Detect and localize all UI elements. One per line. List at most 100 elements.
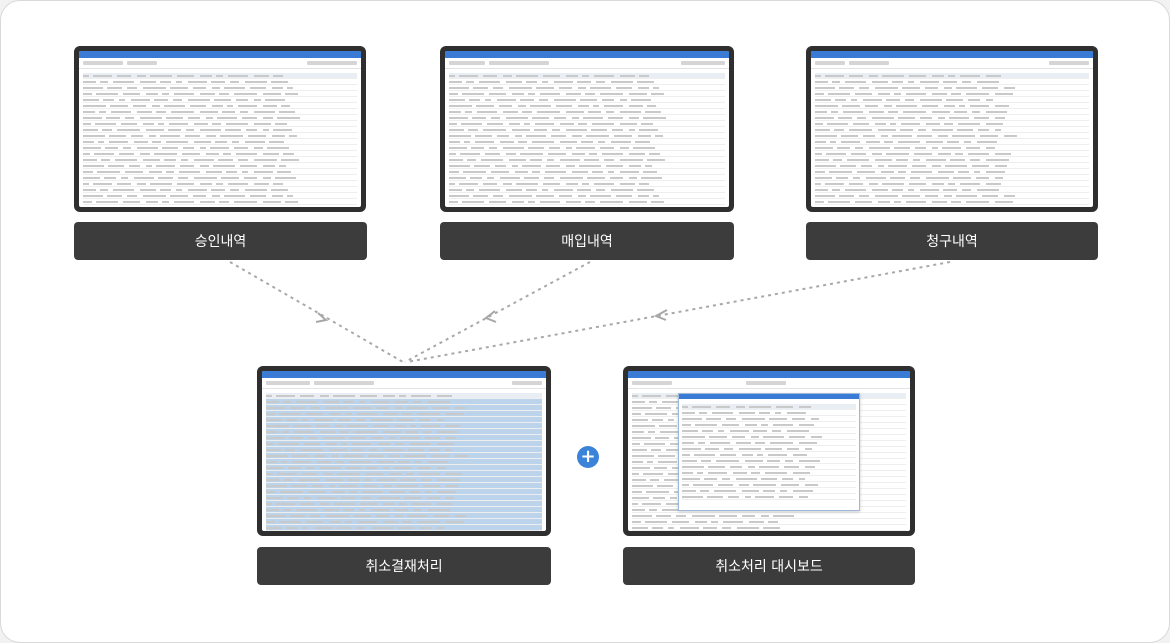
table-cell xyxy=(245,140,265,143)
table-cell xyxy=(859,86,869,89)
table-cell xyxy=(234,92,257,95)
table-cell xyxy=(653,194,659,197)
table-cell xyxy=(938,116,945,119)
table-cell xyxy=(925,194,938,197)
window-toolbar xyxy=(811,58,1093,69)
table-cell xyxy=(449,176,466,179)
table-cell xyxy=(878,200,890,203)
table-row xyxy=(83,199,357,205)
table-cell xyxy=(449,74,455,77)
table-cell xyxy=(383,502,395,505)
table-cell xyxy=(357,520,377,523)
table-cell xyxy=(160,80,171,83)
table-cell xyxy=(119,152,134,155)
table-cell xyxy=(600,200,623,203)
table-cell xyxy=(359,400,365,403)
table-cell xyxy=(944,104,955,107)
table-cell xyxy=(337,418,351,421)
table-cell xyxy=(326,406,349,409)
table-cell xyxy=(914,152,932,155)
table-cell xyxy=(236,152,257,155)
table-cell xyxy=(566,164,575,167)
table-cell xyxy=(179,170,200,173)
table-cell xyxy=(832,80,840,83)
table-row xyxy=(815,169,1089,175)
table-cell xyxy=(94,152,114,155)
table-cell xyxy=(105,146,118,149)
table-cell xyxy=(383,520,398,523)
table-cell xyxy=(489,200,506,203)
table-cell xyxy=(535,122,554,125)
table-cell xyxy=(572,134,582,137)
table-cell xyxy=(872,80,888,83)
table-cell xyxy=(497,98,516,101)
table-cell xyxy=(464,140,470,143)
table-cell xyxy=(518,104,526,107)
table-cell xyxy=(849,128,872,131)
table-cell xyxy=(559,194,572,197)
table-cell xyxy=(962,188,971,191)
table-cell xyxy=(200,92,215,95)
table-cell xyxy=(481,158,503,161)
table-cell xyxy=(405,430,418,433)
table-cell xyxy=(652,418,663,421)
table-cell xyxy=(516,182,538,185)
table-cell xyxy=(920,80,939,83)
table-cell xyxy=(266,412,275,415)
window-titlebar xyxy=(262,371,546,378)
table-cell xyxy=(491,116,500,119)
table-cell xyxy=(815,164,836,167)
table-cell xyxy=(719,514,737,517)
table-cell xyxy=(254,146,263,149)
table-cell xyxy=(917,134,932,137)
table-cell xyxy=(279,412,301,415)
table-row xyxy=(83,121,357,127)
table-cell xyxy=(449,98,465,101)
table-cell xyxy=(466,188,474,191)
table-cell xyxy=(857,170,875,173)
table-cell xyxy=(455,454,468,457)
table-cell xyxy=(680,526,699,529)
table-cell xyxy=(302,418,308,421)
table-cell xyxy=(724,447,733,450)
table-cell xyxy=(664,478,686,481)
table-cell xyxy=(793,471,810,474)
table-row xyxy=(449,181,725,187)
table-cell xyxy=(932,110,950,113)
table-cell xyxy=(581,140,593,143)
table-cell xyxy=(972,164,989,167)
table-row xyxy=(449,79,725,85)
table-cell xyxy=(728,495,739,498)
table-row xyxy=(449,193,725,199)
table-cell xyxy=(739,411,755,414)
table-cell xyxy=(841,140,860,143)
table-row xyxy=(449,175,725,181)
table-cell xyxy=(770,441,793,444)
table-cell xyxy=(742,453,753,456)
table-cell xyxy=(700,489,709,492)
table-cell xyxy=(266,472,273,475)
table-cell xyxy=(815,158,829,161)
table-cell xyxy=(506,116,528,119)
window-titlebar xyxy=(628,371,910,378)
table-cell xyxy=(232,140,239,143)
table-cell xyxy=(509,86,532,89)
table-cell xyxy=(200,164,209,167)
table-cell xyxy=(96,200,118,203)
table-cell xyxy=(596,188,605,191)
table-cell xyxy=(549,146,560,149)
table-cell xyxy=(428,400,450,403)
table-cell xyxy=(775,411,781,414)
table-cell xyxy=(554,188,573,191)
table-cell xyxy=(300,448,323,451)
table-cell xyxy=(185,134,200,137)
table-cell xyxy=(995,116,1005,119)
table-cell xyxy=(292,454,309,457)
table-cell xyxy=(714,489,736,492)
table-cell xyxy=(849,182,863,185)
table-cell xyxy=(347,478,359,481)
table-cell xyxy=(129,164,140,167)
table-cell xyxy=(495,164,506,167)
table-cell xyxy=(736,441,751,444)
table-cell xyxy=(782,477,793,480)
